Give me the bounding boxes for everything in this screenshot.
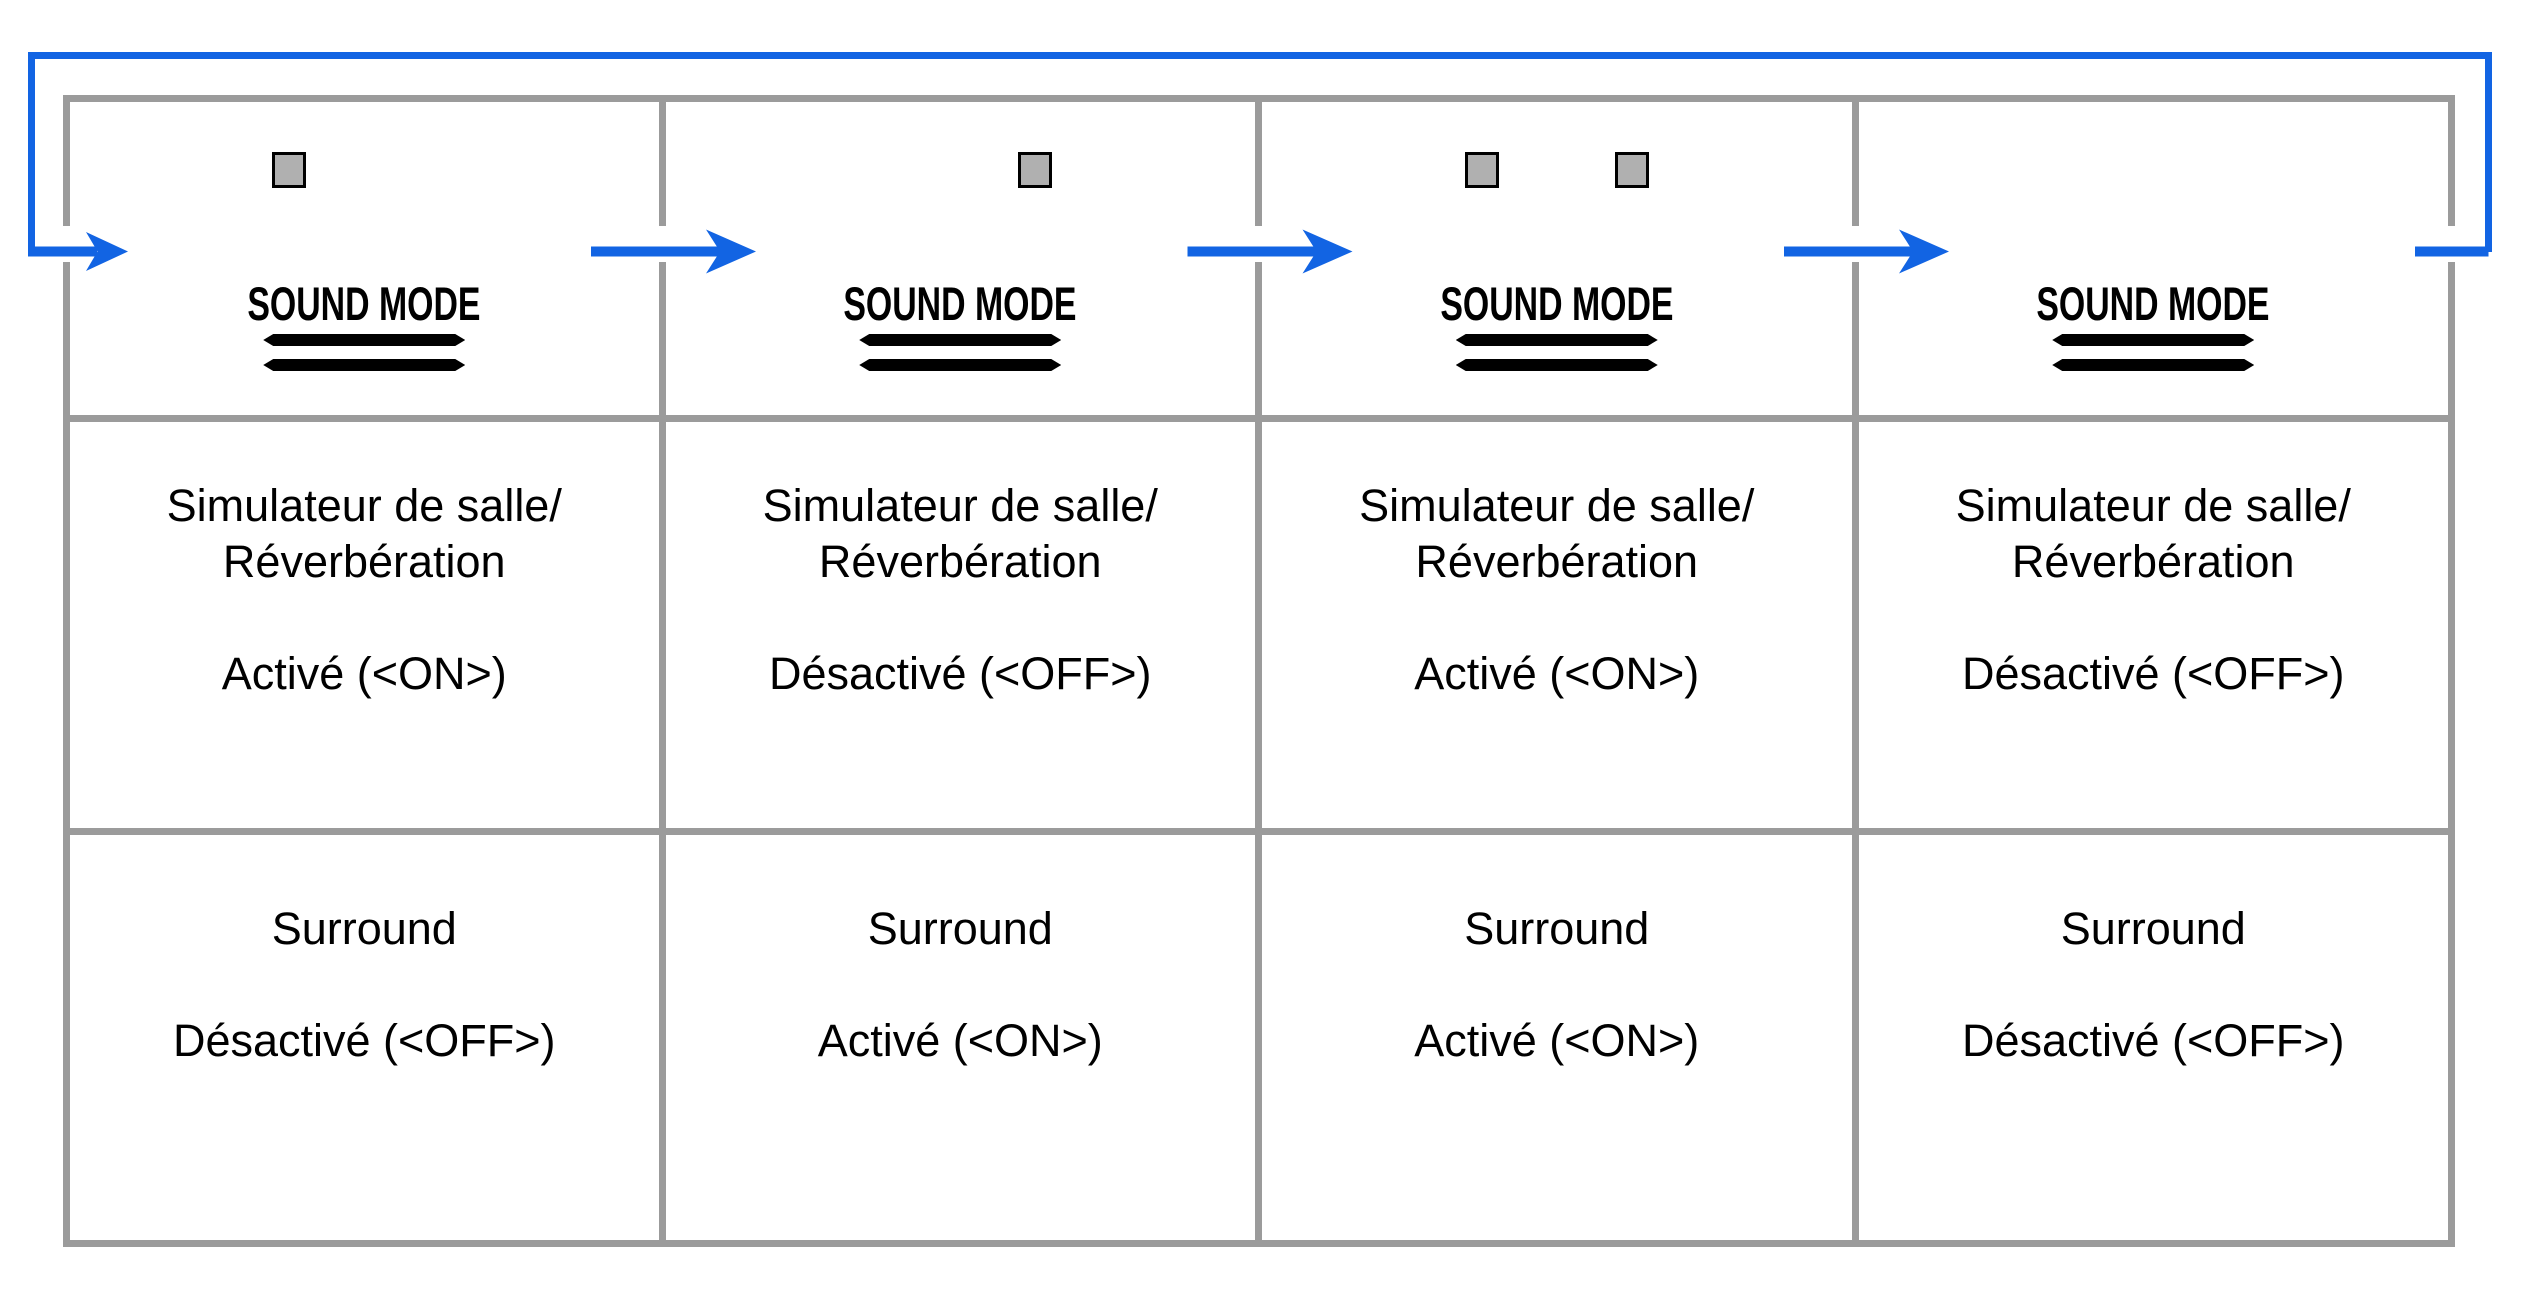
feature-state: Activé (<ON>) [1414,648,1700,699]
room-simulator-cell: Simulateur de salle/Réverbération Activé… [70,415,659,828]
indicator-left-icon [1464,152,1499,188]
indicator-left-icon [272,152,307,188]
sound-mode-label: SOUND MODE [247,277,481,330]
sound-mode-cell: SOUND MODE [1851,102,2449,415]
indicator-row [868,152,1053,188]
sound-mode-cell: SOUND MODE [70,102,659,415]
feature-title-line: Simulateur de salle/ [166,480,562,531]
feature-title-line: Simulateur de salle/ [1955,480,2351,531]
feature-state: Désactivé (<OFF>) [768,648,1152,699]
button-bar-icon [1456,334,1658,346]
feature-state: Activé (<ON>) [1414,1015,1700,1066]
room-simulator-cell: Simulateur de salle/Réverbération Désact… [1851,415,2449,828]
feature-title-line: Réverbération [2011,536,2295,587]
feature-title: Simulateur de salle/Réverbération [1859,478,2449,590]
feature-title-line: Simulateur de salle/ [1359,480,1755,531]
feature-title: Surround [666,901,1256,957]
feature-state: Désactivé (<OFF>) [172,1015,556,1066]
feature-state: Activé (<ON>) [221,648,507,699]
indicator-row [2061,152,2245,188]
feature-state: Désactivé (<OFF>) [1961,648,2345,699]
surround-cell: Surround Activé (<ON>) [658,828,1256,1240]
feature-title-line: Surround [867,903,1053,954]
feature-title: Surround [70,901,659,957]
feature-title-line: Réverbération [1415,536,1699,587]
feature-title-line: Surround [271,903,457,954]
surround-cell: Surround Activé (<ON>) [1255,828,1852,1240]
button-bar-icon [263,359,465,371]
sound-mode-label: SOUND MODE [2036,277,2270,330]
indicator-row [272,152,456,188]
feature-title: Simulateur de salle/Réverbération [666,478,1256,590]
indicator-right-icon [1614,152,1649,188]
sound-mode-cell: SOUND MODE [1255,102,1852,415]
button-bar-icon [1456,359,1658,371]
feature-title-line: Surround [1464,903,1650,954]
feature-title: Simulateur de salle/Réverbération [1262,478,1852,590]
state-table: SOUND MODE Simulateur de salle/Réverbéra… [63,95,2455,1247]
feature-title: Surround [1262,901,1852,957]
sound-mode-button: SOUND MODE [798,280,1122,371]
room-simulator-cell: Simulateur de salle/Réverbération Désact… [658,415,1256,828]
room-simulator-cell: Simulateur de salle/Réverbération Activé… [1255,415,1852,828]
feature-title-line: Surround [2060,903,2246,954]
feature-title: Surround [1859,901,2449,957]
surround-cell: Surround Désactivé (<OFF>) [70,828,659,1240]
indicator-right-icon [1018,152,1053,188]
feature-state: Activé (<ON>) [817,1015,1103,1066]
sound-mode-label: SOUND MODE [843,277,1077,330]
sound-mode-cell: SOUND MODE [658,102,1256,415]
sound-mode-button: SOUND MODE [202,280,526,371]
indicator-row [1464,152,1649,188]
feature-title-line: Simulateur de salle/ [762,480,1158,531]
sound-mode-label: SOUND MODE [1440,277,1674,330]
button-bar-icon [263,334,465,346]
feature-title: Simulateur de salle/Réverbération [70,478,659,590]
surround-cell: Surround Désactivé (<OFF>) [1851,828,2449,1240]
feature-state: Désactivé (<OFF>) [1961,1015,2345,1066]
feature-title-line: Réverbération [818,536,1102,587]
sound-mode-button: SOUND MODE [1395,280,1719,371]
button-bar-icon [859,359,1061,371]
feature-title-line: Réverbération [222,536,506,587]
button-bar-icon [859,334,1061,346]
button-bar-icon [2052,334,2254,346]
sound-mode-button: SOUND MODE [1991,280,2315,371]
button-bar-icon [2052,359,2254,371]
